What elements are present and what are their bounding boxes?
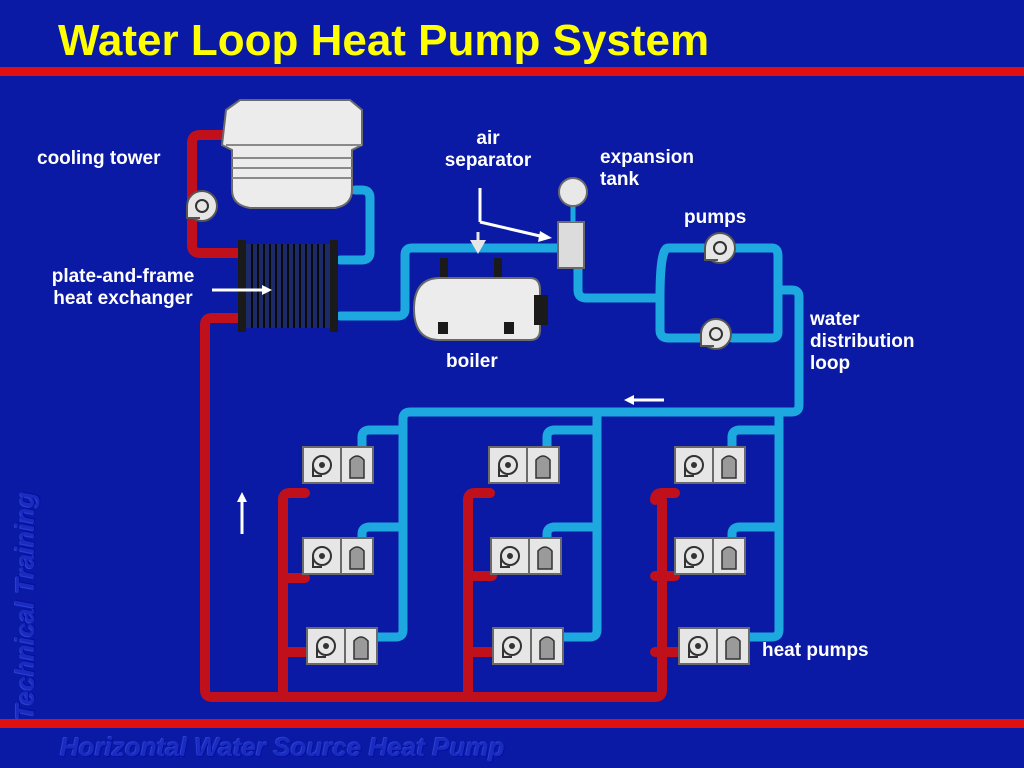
cooling-tower: [220, 99, 363, 209]
boiler: [412, 232, 548, 341]
cold-pipes: [335, 185, 804, 642]
label-pumps: pumps: [684, 207, 747, 228]
label-boiler: boiler: [446, 351, 498, 372]
top-rule: [0, 67, 1024, 76]
label-water-loop-line1: water: [810, 309, 860, 330]
label-water-loop-line3: loop: [810, 353, 851, 374]
heat-pump-1: [301, 445, 375, 485]
heat-pump-7: [673, 445, 747, 485]
air-separator: [557, 221, 585, 269]
heat-pump-3: [305, 626, 379, 666]
label-plate-exchanger: plate-and-frame heat exchanger: [34, 266, 212, 310]
pump-upper-icon: [704, 232, 736, 264]
label-air-separator-line1: air: [476, 128, 500, 149]
footer-watermark: Horizontal Water Source Heat Pump: [60, 732, 505, 762]
heat-pump-5: [489, 536, 563, 576]
heat-pump-6: [491, 626, 565, 666]
flow-arrows: [212, 188, 664, 534]
label-plate-exchanger-line2: heat exchanger: [53, 288, 193, 309]
heat-pump-8: [673, 536, 747, 576]
label-cooling-tower: cooling tower: [37, 148, 161, 169]
label-water-loop: water distribution loop: [810, 309, 914, 375]
expansion-tank: [558, 177, 588, 222]
heat-pump-4: [487, 445, 561, 485]
label-heat-pumps: heat pumps: [762, 640, 869, 661]
bottom-rule: [0, 719, 1024, 728]
label-water-loop-line2: distribution: [810, 331, 915, 352]
tower-pump-icon: [186, 190, 218, 222]
label-expansion-tank-line1: expansion: [600, 147, 694, 168]
hot-pipes: [187, 130, 683, 702]
heat-pump-9: [677, 626, 751, 666]
label-air-separator: air separator: [436, 128, 540, 172]
pump-lower-icon: [700, 318, 732, 350]
page-title: Water Loop Heat Pump System: [58, 16, 710, 65]
label-air-separator-line2: separator: [444, 150, 532, 171]
label-expansion-tank-line2: tank: [600, 169, 640, 190]
label-plate-exchanger-line1: plate-and-frame: [51, 266, 195, 287]
heat-pump-2: [301, 536, 375, 576]
plate-heat-exchanger: [238, 240, 338, 332]
label-expansion-tank: expansion tank: [600, 147, 694, 191]
